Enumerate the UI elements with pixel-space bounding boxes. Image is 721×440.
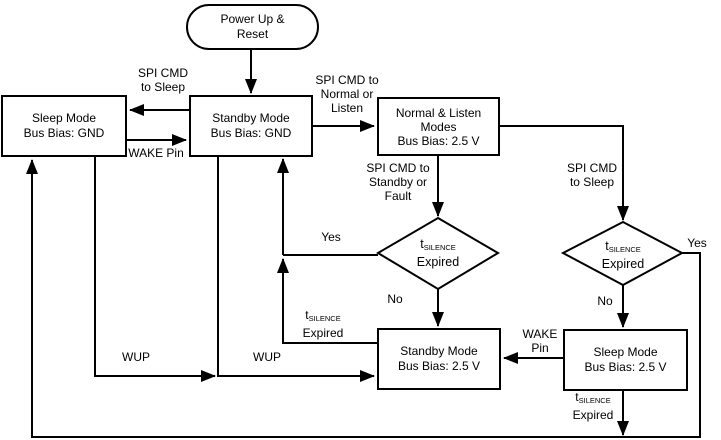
- node-label: Bus Bias: GND: [23, 126, 105, 140]
- node-label: Standby Mode: [400, 344, 478, 358]
- node-normal-listen-modes: Normal & Listen Modes Bus Bias: 2.5 V: [377, 97, 500, 156]
- decision-left-diamond: [376, 216, 500, 291]
- node-standby-mode-gnd: Standby Mode Bus Bias: GND: [189, 95, 313, 157]
- label-wake-pin-right: WAKE Pin: [522, 327, 558, 355]
- node-sleep-mode-25v: Sleep Mode Bus Bias: 2.5 V: [563, 329, 688, 391]
- node-label: Normal & Listen: [395, 105, 482, 120]
- node-label: Standby Mode: [212, 111, 290, 125]
- label-yes-left: Yes: [321, 230, 341, 244]
- decision-left-label: tSILENCE Expired: [416, 237, 460, 269]
- label-spi-cmd-to-normal-or-listen: SPI CMD to Normal or Listen: [315, 73, 379, 115]
- label-spi-cmd-to-sleep-right: SPI CMD to Sleep: [566, 161, 617, 189]
- label-wup-left: WUP: [122, 350, 150, 364]
- node-label: Sleep Mode: [31, 111, 97, 125]
- label-yes-right: Yes: [687, 236, 707, 250]
- edge-standbygnd-wup: [217, 156, 375, 382]
- label-wup-right: WUP: [253, 350, 281, 364]
- node-sleep-mode-gnd: Sleep Mode Bus Bias: GND: [1, 95, 127, 157]
- node-label: Bus Bias: 2.5 V: [584, 360, 667, 374]
- node-label: Modes: [420, 119, 457, 134]
- decision-right-label: tSILENCE Expired: [601, 239, 645, 271]
- node-label: Reset: [236, 27, 269, 41]
- edge-standby25-tsilence-up: [277, 258, 377, 344]
- decision-right-diamond: [560, 220, 685, 287]
- label-tsilence-expired-bottom: tSILENCE Expired: [572, 390, 614, 422]
- node-label: Bus Bias: 2.5 V: [397, 359, 481, 373]
- node-standby-mode-25v: Standby Mode Bus Bias: 2.5 V: [377, 328, 501, 390]
- label-tsilence-expired-mid: tSILENCE Expired: [302, 308, 344, 340]
- label-wake-pin-left: WAKE Pin: [128, 146, 184, 160]
- label-no-left: No: [387, 292, 403, 306]
- edge-sleepgnd-wup: [94, 157, 216, 382]
- node-label: Bus Bias: 2.5 V: [397, 133, 480, 148]
- label-spi-cmd-to-standby-or-fault: SPI CMD to Standby or Fault: [366, 161, 430, 203]
- node-label: Bus Bias: GND: [210, 126, 292, 140]
- node-label: Power Up &: [220, 12, 285, 26]
- label-no-right: No: [597, 294, 613, 308]
- edge-right-diamond-yes-loop: [26, 159, 701, 438]
- edge-normal-to-right-diamond: [500, 125, 629, 221]
- label-spi-cmd-to-sleep-left: SPI CMD to Sleep: [137, 66, 188, 94]
- node-power-up-reset: Power Up & Reset: [186, 4, 319, 50]
- node-label: Sleep Mode: [593, 345, 658, 359]
